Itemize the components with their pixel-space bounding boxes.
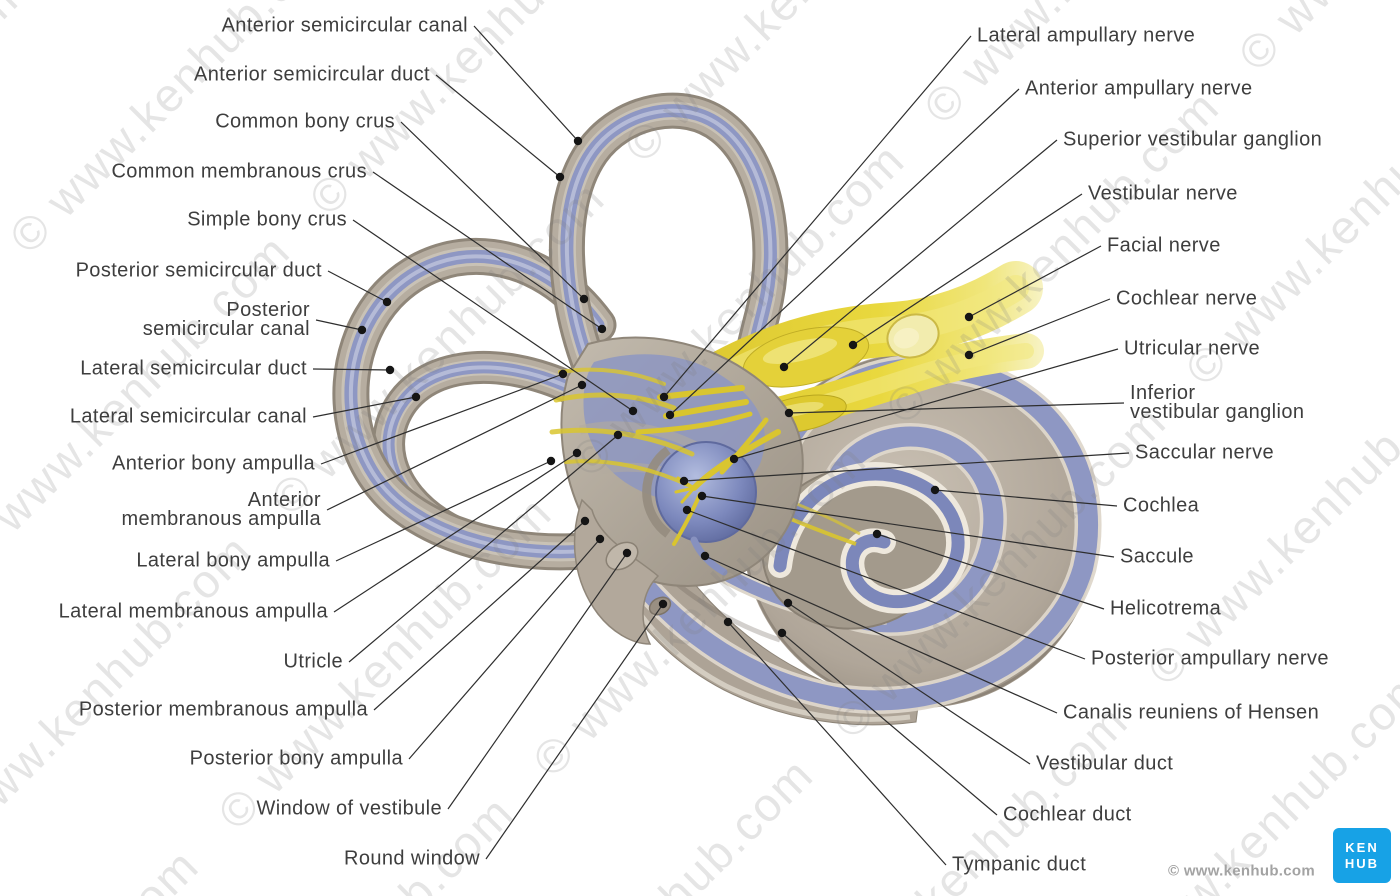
label-line: Helicotrema	[1110, 597, 1222, 620]
label-line: Posterior bony ampulla	[189, 747, 403, 770]
label-line: Anterior semicircular canal	[221, 14, 468, 37]
label-common-membranous-crus: Common membranous crus	[111, 160, 367, 183]
label-line: Lateral bony ampulla	[136, 549, 330, 572]
label-lateral-semicircular-duct: Lateral semicircular duct	[80, 357, 307, 380]
label-lateral-bony-ampulla: Lateral bony ampulla	[136, 549, 330, 572]
label-line: Cochlear nerve	[1116, 287, 1258, 310]
label-window-of-vestibule: Window of vestibule	[256, 797, 442, 820]
label-anterior-bony-ampulla: Anterior bony ampulla	[112, 452, 315, 475]
label-round-window: Round window	[344, 847, 480, 870]
label-cochlear-nerve: Cochlear nerve	[1116, 287, 1258, 310]
label-cochlear-duct: Cochlear duct	[1003, 803, 1132, 826]
label-line: Anterior ampullary nerve	[1025, 77, 1253, 100]
label-lateral-semicircular-canal: Lateral semicircular canal	[69, 405, 307, 428]
label-vestibular-duct: Vestibular duct	[1036, 752, 1174, 775]
label-tympanic-duct: Tympanic duct	[952, 853, 1087, 876]
label-canalis-reuniens-of-hensen: Canalis reuniens of Hensen	[1063, 701, 1320, 724]
label-line: Canalis reuniens of Hensen	[1063, 701, 1320, 724]
label-line: Tympanic duct	[952, 853, 1087, 876]
label-anterior-ampullary-nerve: Anterior ampullary nerve	[1025, 77, 1253, 100]
label-saccular-nerve: Saccular nerve	[1135, 441, 1274, 464]
label-cochlea: Cochlea	[1123, 494, 1200, 517]
label-vestibular-nerve: Vestibular nerve	[1088, 182, 1238, 205]
label-line: membranous ampulla	[121, 508, 321, 530]
label-simple-bony-crus: Simple bony crus	[187, 208, 347, 231]
label-utricular-nerve: Utricular nerve	[1124, 337, 1261, 360]
label-line: Posterior semicircular duct	[75, 259, 322, 282]
label-saccule: Saccule	[1120, 545, 1194, 568]
label-line: Posterior	[226, 299, 310, 321]
label-line: Round window	[344, 847, 480, 870]
label-line: Common membranous crus	[111, 160, 367, 183]
logo-text-hub: HUB	[1344, 855, 1380, 871]
label-line: Common bony crus	[215, 110, 395, 133]
label-line: Lateral membranous ampulla	[58, 600, 328, 623]
label-lateral-ampullary-nerve: Lateral ampullary nerve	[977, 24, 1196, 47]
label-posterior-ampullary-nerve: Posterior ampullary nerve	[1091, 647, 1329, 670]
copyright-text: © www.kenhub.com	[1168, 862, 1315, 880]
label-line: Anterior	[247, 489, 321, 511]
label-line: Inferior	[1130, 382, 1196, 404]
label-anterior-semicircular-duct: Anterior semicircular duct	[193, 63, 430, 86]
label-line: semicircular canal	[142, 318, 310, 340]
saccule-ball	[655, 441, 757, 543]
label-line: Saccular nerve	[1135, 441, 1274, 464]
label-line: Lateral semicircular duct	[80, 357, 307, 380]
label-common-bony-crus: Common bony crus	[215, 110, 395, 133]
label-posterior-semicircular-duct: Posterior semicircular duct	[75, 259, 322, 282]
label-line: Saccule	[1120, 545, 1194, 568]
label-line: Vestibular duct	[1036, 752, 1174, 775]
label-line: Window of vestibule	[256, 797, 442, 820]
label-line: Superior vestibular ganglion	[1063, 128, 1323, 151]
label-posterior-bony-ampulla: Posterior bony ampulla	[189, 747, 403, 770]
label-utricle: Utricle	[283, 650, 343, 673]
label-line: Lateral semicircular canal	[69, 405, 307, 428]
label-line: Facial nerve	[1107, 234, 1221, 257]
label-line: Utricular nerve	[1124, 337, 1261, 360]
label-line: Vestibular nerve	[1088, 182, 1238, 205]
label-facial-nerve: Facial nerve	[1107, 234, 1221, 257]
label-line: Cochlear duct	[1003, 803, 1132, 826]
label-line: Posterior membranous ampulla	[78, 698, 368, 721]
label-line: Simple bony crus	[187, 208, 347, 231]
label-line: Lateral ampullary nerve	[977, 24, 1196, 47]
label-lateral-membranous-ampulla: Lateral membranous ampulla	[58, 600, 328, 623]
logo-text-ken: KEN	[1345, 839, 1379, 855]
label-line: vestibular ganglion	[1130, 401, 1305, 423]
label-posterior-membranous-ampulla: Posterior membranous ampulla	[78, 698, 368, 721]
label-anterior-semicircular-canal: Anterior semicircular canal	[221, 14, 468, 37]
label-line: Anterior bony ampulla	[112, 452, 315, 475]
label-line: Posterior ampullary nerve	[1091, 647, 1329, 670]
label-line: Anterior semicircular duct	[193, 63, 430, 86]
label-line: Cochlea	[1123, 494, 1200, 517]
label-line: Utricle	[283, 650, 343, 673]
label-superior-vestibular-ganglion: Superior vestibular ganglion	[1063, 128, 1323, 151]
kenhub-logo: KEN HUB	[1333, 828, 1391, 883]
label-helicotrema: Helicotrema	[1110, 597, 1222, 620]
